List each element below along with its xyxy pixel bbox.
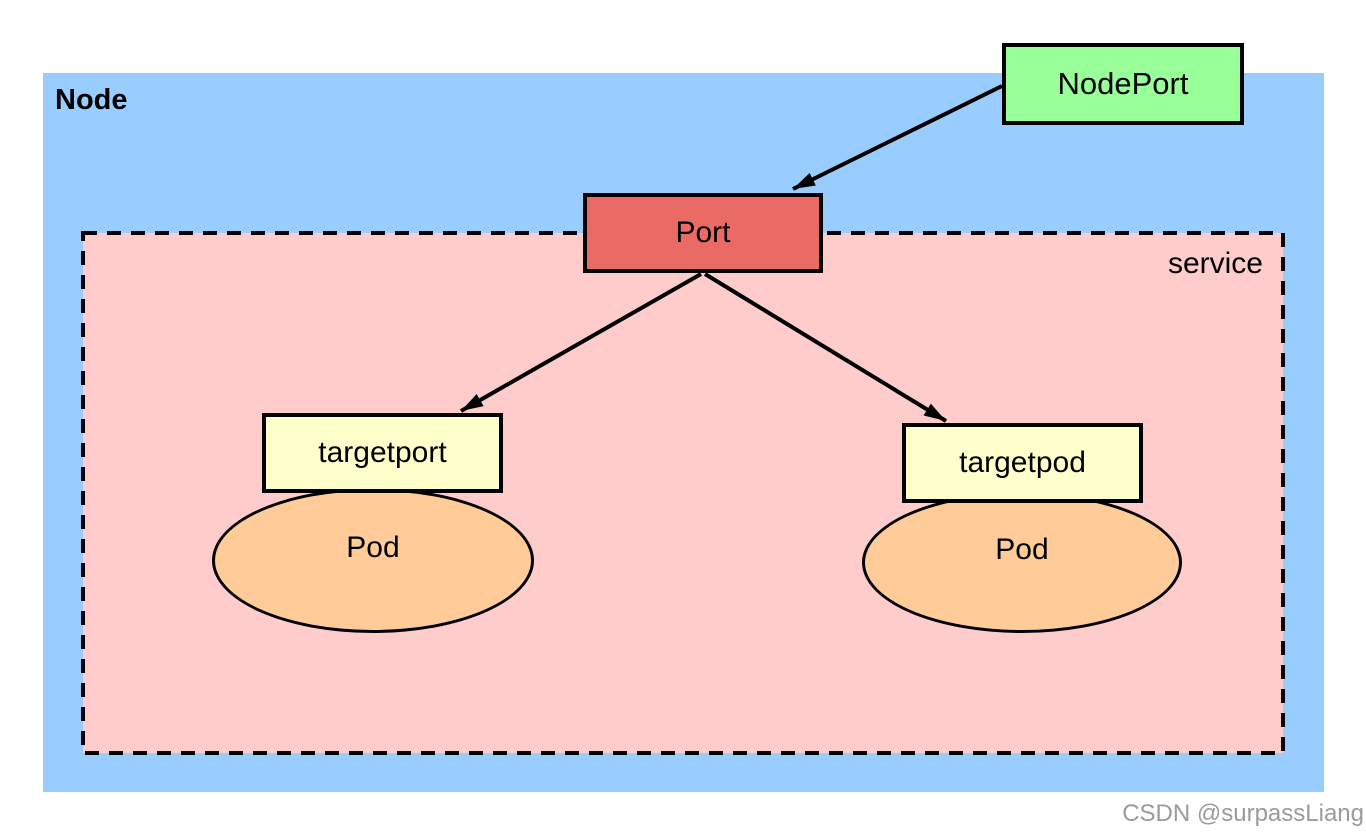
port-label: Port [675, 216, 731, 249]
service-label: service [1167, 247, 1263, 280]
watermark-text: CSDN @surpassLiang [1122, 800, 1364, 827]
node-label: Node [55, 84, 128, 116]
targetport-label: targetport [318, 436, 447, 469]
port-box: Port [583, 193, 823, 273]
pod-left-ellipse: Pod [212, 488, 534, 633]
targetpod-label: targetpod [959, 446, 1086, 479]
pod-left-label: Pod [346, 530, 400, 564]
nodeport-box: NodePort [1002, 43, 1244, 125]
pod-right-ellipse: Pod [862, 492, 1182, 633]
targetport-box: targetport [262, 413, 503, 493]
targetpod-box: targetpod [902, 423, 1143, 503]
pod-right-label: Pod [995, 532, 1049, 566]
nodeport-label: NodePort [1057, 66, 1189, 101]
